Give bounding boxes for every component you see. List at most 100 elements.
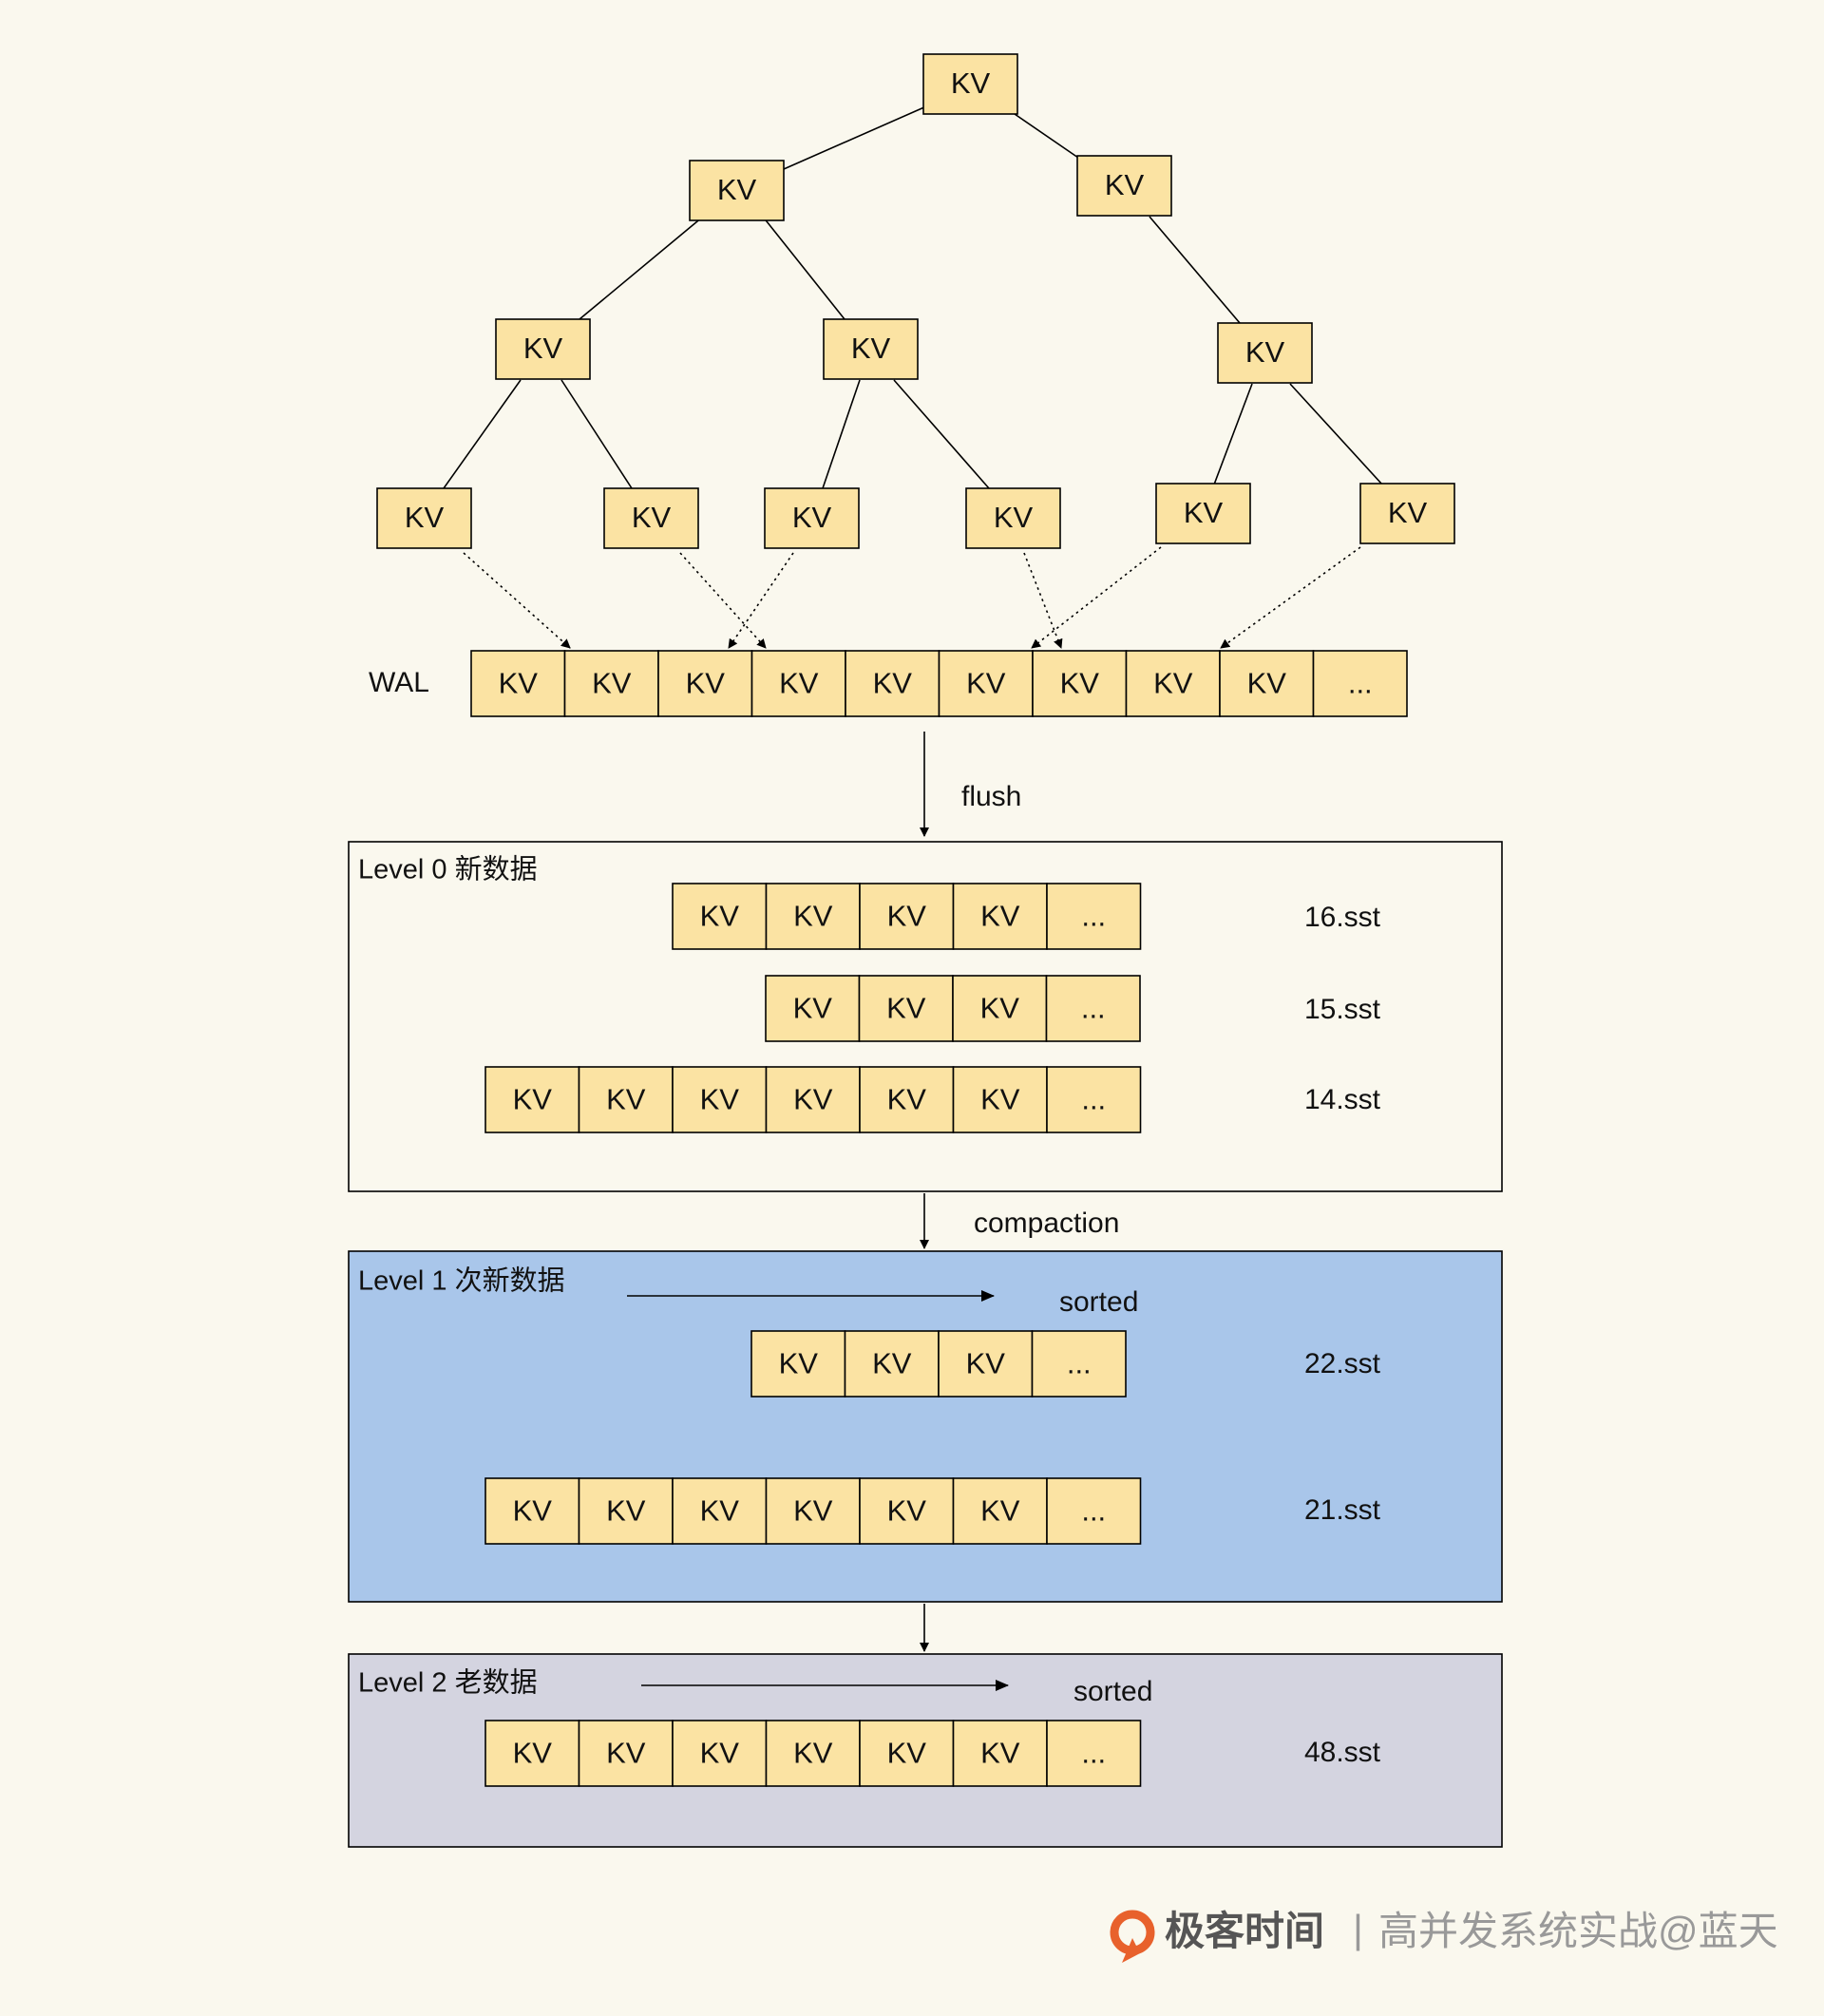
tree-edges <box>443 105 1383 489</box>
wal-write-arrows <box>463 546 1361 649</box>
kv-cell: KV <box>938 1330 1034 1398</box>
sst-file-name: 48.sst <box>1304 1737 1381 1768</box>
kv-cell: KV <box>750 1330 846 1398</box>
ellipsis-cell: ... <box>1046 883 1142 950</box>
kv-cell: KV <box>563 650 659 717</box>
kv-cell: KV <box>484 1477 580 1545</box>
cell-label: ... <box>1081 992 1106 1025</box>
tree-node-leaf-6: KV <box>1359 483 1455 544</box>
kv-cell: KV <box>1032 650 1128 717</box>
tree-node-label: KV <box>994 501 1034 534</box>
kv-cell: KV <box>952 883 1048 950</box>
footer-course: 高并发系统实战@蓝天 <box>1378 1909 1778 1953</box>
sorted-label: sorted <box>1074 1676 1152 1707</box>
cell-label: KV <box>513 1737 553 1770</box>
cell-label: KV <box>966 667 1006 700</box>
kv-cell: KV <box>1125 650 1221 717</box>
tree-node-label: KV <box>1105 168 1145 201</box>
cell-label: KV <box>886 992 926 1025</box>
cell-label: KV <box>793 1494 833 1528</box>
level-1-title: Level 1 次新数据 <box>358 1265 565 1297</box>
ellipsis-cell: ... <box>1046 1066 1142 1133</box>
kv-cell: KV <box>859 883 955 950</box>
tree-node-leaf-5: KV <box>1155 483 1251 544</box>
kv-cell: KV <box>484 1720 580 1787</box>
cell-label: KV <box>793 1083 833 1116</box>
cell-label: KV <box>700 1083 740 1116</box>
cell-label: KV <box>887 1083 927 1116</box>
ellipsis-cell: ... <box>1031 1330 1127 1398</box>
cell-label: KV <box>513 1083 553 1116</box>
sst-file-name: 14.sst <box>1304 1084 1381 1115</box>
tree-node-level2-c: KV <box>1217 322 1313 384</box>
tree-node-label: KV <box>1245 335 1285 369</box>
footer-separator: | <box>1353 1907 1363 1951</box>
kv-cell: KV <box>672 1477 768 1545</box>
tree-node-level2-b: KV <box>823 318 919 380</box>
tree-node-leaf-3: KV <box>764 487 860 549</box>
tree-node-label: KV <box>717 173 757 206</box>
compaction-label: compaction <box>974 1208 1119 1239</box>
kv-cell: KV <box>765 1477 861 1545</box>
kv-cell: KV <box>672 1066 768 1133</box>
cell-label: KV <box>980 1737 1020 1770</box>
kv-cell: KV <box>859 1066 955 1133</box>
cell-label: KV <box>872 1347 912 1380</box>
cell-label: ... <box>1348 667 1373 700</box>
kv-cell: KV <box>858 975 954 1042</box>
sst-file-name: 15.sst <box>1304 994 1381 1025</box>
kv-cell: KV <box>859 1720 955 1787</box>
cell-label: KV <box>980 1494 1020 1528</box>
cell-label: KV <box>779 1347 819 1380</box>
cell-label: KV <box>606 1737 646 1770</box>
tree-node-label: KV <box>405 501 445 534</box>
ellipsis-cell: ... <box>1312 650 1408 717</box>
cell-label: KV <box>980 992 1020 1025</box>
ellipsis-cell: ... <box>1046 1477 1142 1545</box>
sorted-label: sorted <box>1059 1286 1138 1318</box>
cell-label: ... <box>1081 1494 1106 1528</box>
kv-cell: KV <box>952 1720 1048 1787</box>
kv-cell: KV <box>470 650 566 717</box>
kv-cell: KV <box>765 1066 861 1133</box>
footer-watermark: 极客时间 | 高并发系统实战@蓝天 <box>1110 1907 1778 1963</box>
tree-node-level2-a: KV <box>495 318 591 380</box>
kv-cell: KV <box>859 1477 955 1545</box>
sst-file-name: 22.sst <box>1304 1348 1381 1379</box>
cell-label: KV <box>592 667 632 700</box>
kv-cell: KV <box>1219 650 1315 717</box>
cell-label: KV <box>887 1494 927 1528</box>
cell-label: KV <box>793 992 833 1025</box>
cell-label: KV <box>1153 667 1193 700</box>
kv-cell: KV <box>484 1066 580 1133</box>
sst-file-name: 21.sst <box>1304 1494 1381 1526</box>
wal-label: WAL <box>369 667 429 698</box>
sst-file-row: KV KV KV... <box>750 1330 1127 1398</box>
ellipsis-cell: ... <box>1045 975 1141 1042</box>
kv-cell: KV <box>578 1720 674 1787</box>
cell-label: KV <box>793 900 833 933</box>
kv-cell: KV <box>672 883 768 950</box>
cell-label: KV <box>513 1494 553 1528</box>
memtable-tree: KV KV KV KV KV KV KV KV <box>376 53 1455 549</box>
tree-node-level1-left: KV <box>689 160 785 221</box>
kv-cell: KV <box>938 650 1034 717</box>
tree-node-label: KV <box>1388 496 1428 529</box>
tree-node-label: KV <box>951 67 991 100</box>
cell-label: ... <box>1081 1083 1106 1116</box>
kv-cell: KV <box>844 1330 940 1398</box>
footer-brand: 极客时间 <box>1165 1909 1324 1953</box>
cell-label: KV <box>887 1737 927 1770</box>
level-2-title: Level 2 老数据 <box>358 1667 538 1699</box>
tree-node-label: KV <box>632 501 672 534</box>
kv-cell: KV <box>578 1066 674 1133</box>
tree-node-label: KV <box>523 332 563 365</box>
level-0-title: Level 0 新数据 <box>358 854 538 885</box>
